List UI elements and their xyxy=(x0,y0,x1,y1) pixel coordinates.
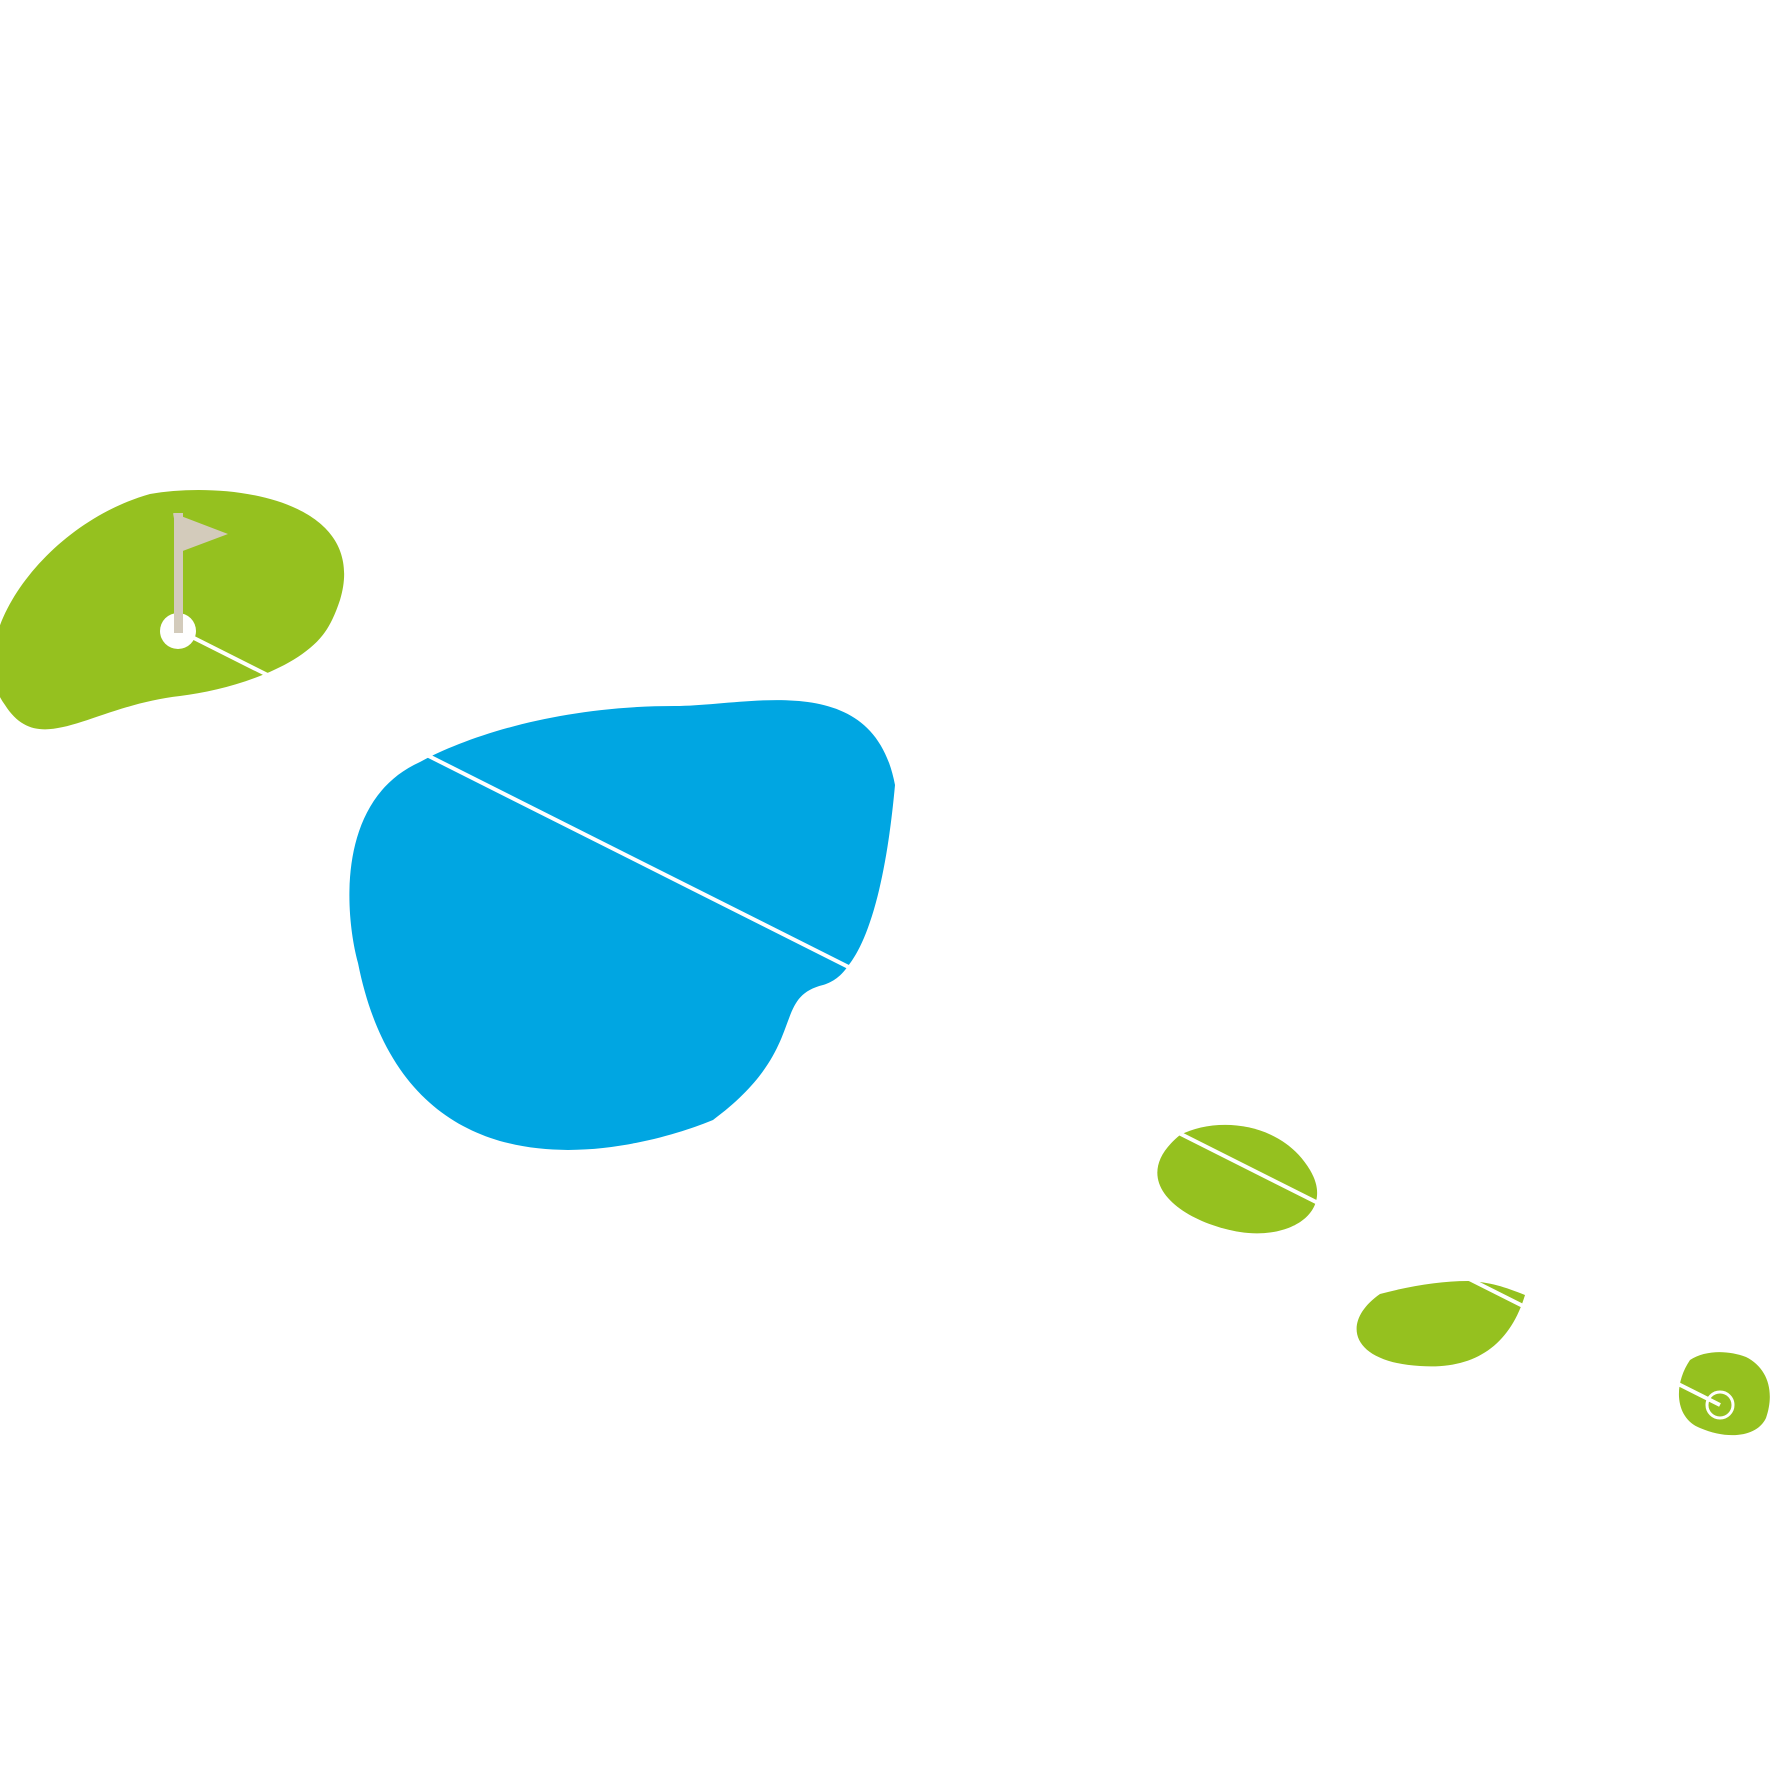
water-hazard xyxy=(349,700,896,1150)
fairway-segment xyxy=(1356,1281,1525,1367)
putting-green xyxy=(0,490,345,730)
fairway-segment xyxy=(1157,1124,1318,1234)
tee-marker-icon xyxy=(1705,1390,1735,1420)
flag-icon xyxy=(173,513,228,633)
shot-line xyxy=(177,628,1721,1407)
